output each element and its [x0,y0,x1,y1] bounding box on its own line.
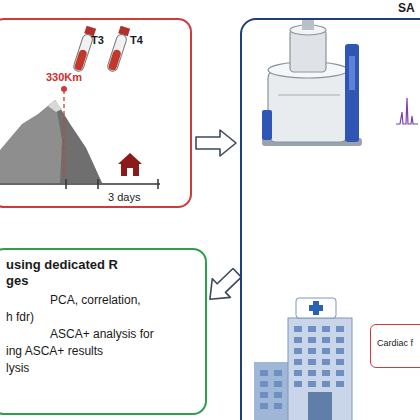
house-icon [118,153,142,176]
windows [260,326,344,409]
mountain-face [55,100,102,183]
cardiac-box: Cardiac f [370,324,420,368]
house-door [127,168,133,176]
dashed-line [63,90,64,180]
distance-label: 330Km [46,71,82,84]
mountain-snow [48,100,62,112]
method-text: ASCA+ analysis for [50,328,154,342]
time-point: T3 [91,34,104,47]
timeline [0,183,160,185]
nmr-spectrometer [262,20,362,146]
tick [65,179,67,189]
tick [157,179,159,189]
method-text: ing ASCA+ results [6,345,103,359]
tick [97,179,99,189]
hospital-building [254,298,352,420]
panel-heading: using dedicated R [6,258,118,273]
blood-tube [72,26,96,73]
time-point: T4 [130,34,143,47]
mountain [0,100,102,183]
analysis-panel: SACardiac f [240,18,420,420]
panel-heading: SA [398,2,415,16]
nmr-spectrum [396,98,418,124]
blood-tube [106,26,130,73]
block-arrow [210,269,241,300]
method-text: PCA, correlation, [50,294,141,308]
panel-heading: ges [6,274,28,289]
block-arrow [196,130,236,156]
method-text: lysis [6,362,29,376]
event-panel: T3 T4 330Km 3 days [0,18,192,208]
duration-label: 3 days [108,191,140,204]
stats-panel: using dedicated RgesPCA, correlation, h f… [0,248,207,415]
peak-dot [61,86,67,92]
box-label: Cardiac f [377,338,413,348]
method-text: h fdr) [6,311,34,325]
